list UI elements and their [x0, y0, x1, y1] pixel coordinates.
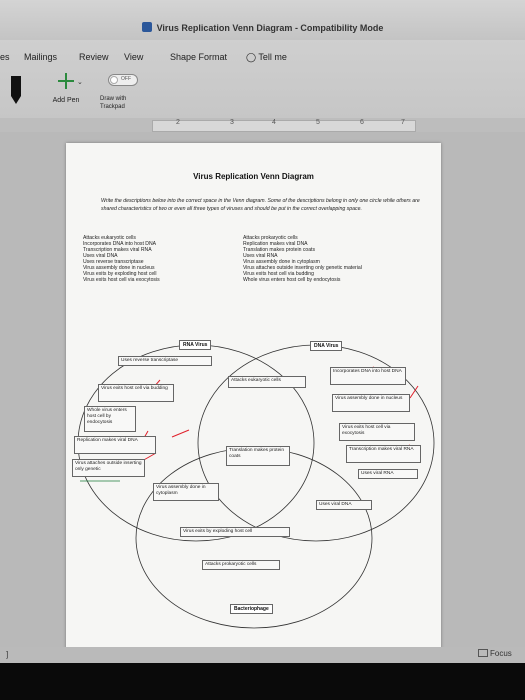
list-item: Replication makes viral DNA	[243, 241, 308, 247]
pen-tool[interactable]	[10, 76, 22, 104]
venn-textbox[interactable]: Transcription makes viral RNA	[346, 445, 421, 463]
list-item: Virus exits by exploding host cell	[83, 271, 157, 277]
focus-mode-button[interactable]: Focus	[478, 649, 512, 658]
toggle-switch[interactable]: OFF	[108, 74, 138, 86]
add-pen-button[interactable]: ⌄ Add Pen	[46, 70, 86, 110]
ruler-number: 4	[272, 119, 276, 126]
menu-tab-review[interactable]: Review	[79, 52, 109, 62]
list-item: Whole virus enters host cell by endocyto…	[243, 277, 341, 283]
venn-textbox[interactable]: Virus assembly done in cytoplasm	[153, 483, 219, 501]
screen-bottom-edge	[0, 663, 525, 700]
bacteriophage-circle	[135, 447, 373, 629]
list-item: Uses viral RNA	[243, 253, 278, 259]
ruler-number: 6	[360, 119, 364, 126]
list-item: Virus assembly done in nucleus	[83, 265, 155, 271]
venn-textbox[interactable]: Virus exits host cell via exocytosis	[339, 423, 415, 441]
list-item: Incorporates DNA into host DNA	[83, 241, 157, 247]
venn-textbox[interactable]: Translation makes protein coats	[226, 446, 290, 466]
word-doc-icon	[141, 22, 152, 32]
menu-tab-view[interactable]: View	[124, 52, 144, 62]
list-item: Virus exits host cell via budding	[243, 271, 314, 277]
list-item: Attacks prokaryotic cells	[243, 235, 298, 241]
dna-virus-label[interactable]: DNA Virus	[310, 341, 343, 351]
venn-textbox[interactable]: Virus assembly done in nucleus	[332, 394, 410, 412]
venn-textbox[interactable]: Virus exits host cell via budding	[98, 384, 174, 402]
ruler-number: 7	[401, 119, 405, 126]
draw-with-trackpad-toggle[interactable]: OFF Draw with Trackpad	[96, 70, 142, 116]
svg-text:⌄: ⌄	[77, 79, 83, 86]
add-pen-label: Add Pen	[52, 97, 80, 104]
menu-tab-partial[interactable]: es	[0, 52, 10, 62]
bacteriophage-label[interactable]: Bacteriophage	[230, 604, 273, 614]
window-title: Virus Replication Venn Diagram - Compati…	[0, 22, 525, 33]
venn-textbox[interactable]: Replication makes viral DNA	[74, 436, 156, 454]
venn-textbox[interactable]: Virus exits by exploding host cell	[180, 527, 290, 537]
document-page[interactable]: Virus Replication Venn Diagram Write the…	[66, 143, 441, 653]
ribbon	[0, 40, 525, 120]
toggle-state: OFF	[121, 76, 131, 82]
menu-tab-shape-format[interactable]: Shape Format	[170, 52, 228, 62]
menu-tab-mailings[interactable]: Mailings	[24, 52, 58, 62]
venn-textbox[interactable]: Virus attaches outside inserting only ge…	[72, 459, 145, 477]
trackpad-label: Trackpad	[100, 104, 125, 110]
list-item: Uses viral DNA	[83, 253, 118, 259]
left-description-list: Attacks eukaryotic cells Incorporates DN…	[83, 235, 160, 283]
tell-me-search[interactable]: ◯ Tell me	[246, 52, 287, 62]
status-left-mark: ]	[6, 650, 9, 659]
lightbulb-icon: ◯	[246, 52, 257, 62]
toggle-knob	[110, 76, 118, 84]
instructions-text: Write the descriptions below into the co…	[101, 198, 420, 212]
list-item: Virus assembly done in cytoplasm	[243, 259, 320, 265]
plus-icon: ⌄	[58, 73, 83, 89]
list-item: Uses reverse transcriptase	[83, 259, 144, 265]
venn-textbox[interactable]: Whole virus enters host cell by endocyto…	[84, 406, 136, 432]
ruler-number: 3	[230, 119, 234, 126]
focus-icon	[478, 649, 488, 657]
list-item: Virus attaches outside inserting only ge…	[243, 265, 362, 271]
list-item: Translation makes protein coats	[243, 247, 316, 253]
ruler-number: 5	[316, 119, 320, 126]
venn-textbox[interactable]: Attacks eukaryotic cells	[228, 376, 306, 388]
horizontal-ruler[interactable]	[0, 118, 525, 132]
venn-textbox[interactable]: Incorporates DNA into host DNA	[330, 367, 406, 385]
list-item: Virus exits host cell via exocytosis	[83, 277, 160, 283]
venn-textbox[interactable]: Uses viral RNA	[358, 469, 418, 479]
document-title: Virus Replication Venn Diagram	[193, 172, 314, 181]
rna-virus-label[interactable]: RNA Virus	[179, 340, 212, 350]
list-item: Transcription makes viral RNA	[83, 247, 152, 253]
draw-with-label: Draw with	[100, 96, 127, 102]
black-pen-icon	[11, 76, 21, 104]
status-bar	[0, 647, 525, 663]
venn-textbox[interactable]: Uses reverse transcriptase	[118, 356, 212, 366]
venn-textbox[interactable]: Attacks prokaryotic cells	[202, 560, 280, 570]
ruler-number: 2	[176, 119, 180, 126]
right-description-list: Attacks prokaryotic cells Replication ma…	[243, 235, 362, 283]
title-bar: Virus Replication Venn Diagram - Compati…	[0, 0, 525, 40]
venn-textbox[interactable]: Uses viral DNA	[316, 500, 372, 510]
list-item: Attacks eukaryotic cells	[83, 235, 136, 241]
